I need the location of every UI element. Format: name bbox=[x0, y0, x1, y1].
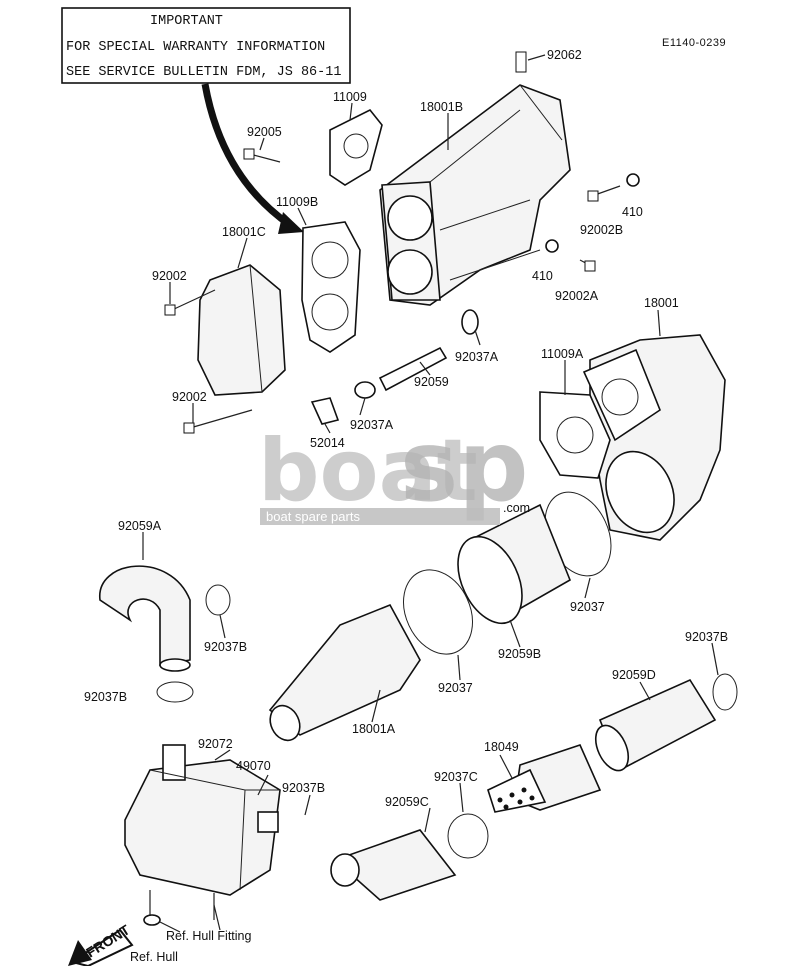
label-92037b-bottom-left: 92037B bbox=[84, 690, 127, 704]
label-92002-top: 92002 bbox=[152, 269, 187, 283]
watermark-brand-a: boat bbox=[258, 421, 478, 521]
clamp-92037b-left bbox=[156, 584, 231, 703]
front-direction-arrow: FRONT bbox=[68, 921, 134, 966]
label-92005: 92005 bbox=[247, 125, 282, 139]
label-11009a: 11009A bbox=[541, 347, 584, 361]
label-92037b-right: 92037B bbox=[685, 630, 728, 644]
label-410-right: 410 bbox=[622, 205, 643, 219]
notice-title: IMPORTANT bbox=[150, 14, 223, 29]
label-92062: 92062 bbox=[547, 48, 582, 62]
hose-92059c bbox=[330, 829, 457, 901]
leader-lines bbox=[142, 54, 719, 933]
label-49070: 49070 bbox=[236, 759, 271, 773]
important-notice: IMPORTANT FOR SPECIAL WARRANTY INFORMATI… bbox=[61, 7, 351, 84]
label-52014: 52014 bbox=[310, 436, 345, 450]
label-410-lower: 410 bbox=[532, 269, 553, 283]
label-18049: 18049 bbox=[484, 740, 519, 754]
clamp-92037-mid bbox=[403, 569, 473, 655]
label-92059: 92059 bbox=[414, 375, 449, 389]
watermark-logo: boat sp .com boat spare parts bbox=[258, 410, 530, 525]
elbow-pipe-92059a bbox=[99, 565, 191, 672]
watermark-tagline: boat spare parts bbox=[266, 509, 360, 524]
label-18001c: 18001C bbox=[222, 225, 266, 239]
diagram-code: E1140-0239 bbox=[662, 37, 726, 49]
label-18001: 18001 bbox=[644, 296, 679, 310]
hose-92059b bbox=[457, 503, 572, 625]
hull-fitting-screw bbox=[143, 890, 215, 926]
label-92072: 92072 bbox=[198, 737, 233, 751]
label-92037-mid: 92037 bbox=[438, 681, 473, 695]
gasket-11009 bbox=[329, 108, 383, 186]
label-18001b: 18001B bbox=[420, 100, 463, 114]
label-92002a: 92002A bbox=[555, 289, 599, 303]
label-92037a-lower: 92037A bbox=[350, 418, 394, 432]
label-ref-hull: Ref. Hull bbox=[130, 950, 178, 964]
label-92002-bottom: 92002 bbox=[172, 390, 207, 404]
label-11009: 11009 bbox=[333, 90, 367, 104]
label-92037c: 92037C bbox=[434, 770, 478, 784]
label-92002b: 92002B bbox=[580, 223, 623, 237]
strainer-18049 bbox=[487, 744, 602, 813]
label-11009b: 11009B bbox=[276, 195, 318, 209]
label-92059b: 92059B bbox=[498, 647, 541, 661]
label-92037b-muffler: 92037B bbox=[282, 781, 325, 795]
water-muffler-92072 bbox=[124, 744, 281, 896]
label-92037-right: 92037 bbox=[570, 600, 605, 614]
label-92037a-upper: 92037A bbox=[455, 350, 499, 364]
watermark-brand-b: sp bbox=[400, 410, 528, 524]
exhaust-body-18001 bbox=[582, 334, 726, 541]
exhaust-cover-18001c bbox=[197, 264, 286, 396]
label-92037b-left: 92037B bbox=[204, 640, 247, 654]
label-18001a: 18001A bbox=[352, 722, 396, 736]
pipe-92059 bbox=[354, 309, 479, 399]
pipe-92059d bbox=[594, 673, 738, 772]
label-92059d: 92059D bbox=[612, 668, 656, 682]
bolts bbox=[164, 51, 640, 434]
exhaust-cone-18001a bbox=[268, 603, 421, 742]
gasket-11009b bbox=[301, 221, 361, 353]
watermark-suffix: .com bbox=[503, 501, 530, 515]
label-92059c: 92059C bbox=[385, 795, 429, 809]
notice-line-2: SEE SERVICE BULLETIN FDM, JS 86-11 bbox=[66, 65, 341, 80]
elbow-fitting-52014 bbox=[310, 397, 340, 425]
gasket-11009a bbox=[539, 391, 611, 479]
notice-pointer-arrow bbox=[201, 83, 304, 234]
clamp-92037c bbox=[447, 813, 489, 859]
exhaust-manifold-18001b bbox=[379, 84, 571, 306]
label-92059a: 92059A bbox=[118, 519, 162, 533]
label-ref-hull-fitting: Ref. Hull Fitting bbox=[166, 929, 251, 943]
notice-line-1: FOR SPECIAL WARRANTY INFORMATION bbox=[66, 40, 325, 55]
